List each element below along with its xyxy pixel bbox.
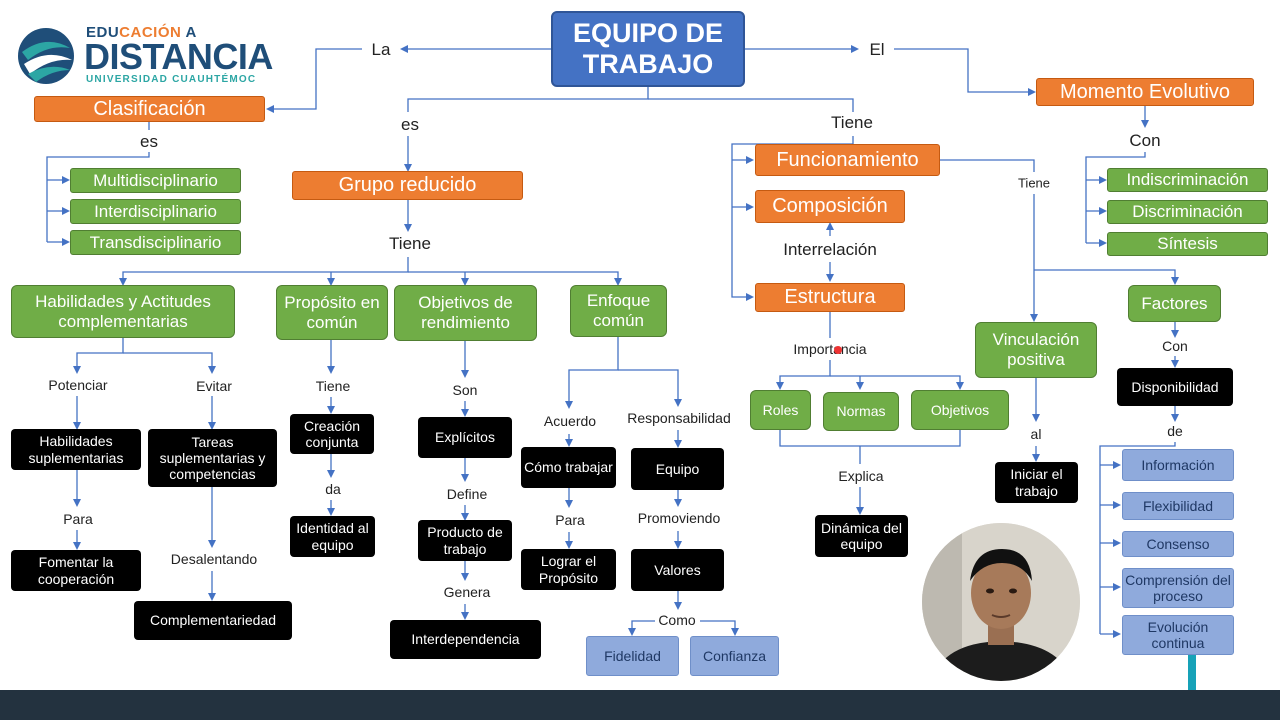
- label-define: Define: [444, 486, 490, 502]
- node-discriminacion: Discriminación: [1107, 200, 1268, 224]
- label-importancia: Importancia: [791, 341, 869, 357]
- pointer-dot: [834, 346, 842, 354]
- logo-swoosh-icon: [18, 28, 74, 84]
- node-vinculacion: Vinculación positiva: [975, 322, 1097, 378]
- node-iniciar: Iniciar el trabajo: [995, 462, 1078, 503]
- node-roles: Roles: [750, 390, 811, 430]
- label-de: de: [1165, 423, 1185, 439]
- label-interrelacion: Interrelación: [781, 240, 879, 260]
- label-potenciar: Potenciar: [46, 377, 110, 393]
- title-node: EQUIPO DE TRABAJO: [551, 11, 745, 87]
- node-composicion: Composición: [755, 190, 905, 223]
- node-como-trabajar: Cómo trabajar: [521, 447, 616, 488]
- node-multidisciplinario: Multidisciplinario: [70, 168, 241, 193]
- label-es-mid: es: [399, 115, 421, 135]
- node-tareas-suplementarias: Tareas suplementarias y competencias: [148, 429, 277, 487]
- node-explicitos: Explícitos: [418, 417, 512, 458]
- node-informacion: Información: [1122, 449, 1234, 481]
- node-proposito: Propósito en común: [276, 285, 388, 340]
- node-interdependencia: Interdependencia: [390, 620, 541, 659]
- label-para: Para: [61, 511, 95, 527]
- label-desalentando: Desalentando: [168, 551, 260, 567]
- node-hab-suplementarias: Habilidades suplementarias: [11, 429, 141, 470]
- node-lograr: Lograr el Propósito: [521, 549, 616, 590]
- node-comprension: Comprensión del proceso: [1122, 568, 1234, 608]
- node-momento-evolutivo: Momento Evolutivo: [1036, 78, 1254, 106]
- presenter-avatar-icon: [922, 523, 1080, 681]
- label-al: al: [1028, 426, 1044, 442]
- node-transdisciplinario: Transdisciplinario: [70, 230, 241, 255]
- label-genera: Genera: [441, 584, 493, 600]
- label-la: La: [369, 40, 393, 60]
- node-interdisciplinario: Interdisciplinario: [70, 199, 241, 224]
- label-promoviendo: Promoviendo: [635, 510, 723, 526]
- node-objetivos-rendimiento: Objetivos de rendimiento: [394, 285, 537, 341]
- node-enfoque: Enfoque común: [570, 285, 667, 337]
- label-como: Como: [656, 612, 698, 628]
- label-el: El: [867, 40, 887, 60]
- label-da: da: [323, 481, 343, 497]
- logo-line1: EDUCACIÓN A: [86, 24, 197, 41]
- node-confianza: Confianza: [690, 636, 779, 676]
- label-es-left: es: [138, 132, 160, 152]
- node-flexibilidad: Flexibilidad: [1122, 492, 1234, 520]
- logo-line3: UNIVERSIDAD CUAUHTÉMOC: [86, 74, 257, 85]
- node-habilidades: Habilidades y Actitudes complementarias: [11, 285, 235, 338]
- teal-bar: [1188, 655, 1196, 695]
- node-valores: Valores: [631, 549, 724, 591]
- node-indiscriminacion: Indiscriminación: [1107, 168, 1268, 192]
- node-dinamica: Dinámica del equipo: [815, 515, 908, 557]
- label-acuerdo: Acuerdo: [541, 413, 599, 429]
- node-fomentar: Fomentar la cooperación: [11, 550, 141, 591]
- label-tiene-proposito: Tiene: [313, 378, 353, 394]
- node-disponibilidad: Disponibilidad: [1117, 368, 1233, 406]
- node-complementariedad: Complementariedad: [134, 601, 292, 640]
- node-funcionamiento: Funcionamiento: [755, 144, 940, 176]
- label-evitar: Evitar: [194, 378, 234, 394]
- node-objetivos: Objetivos: [911, 390, 1009, 430]
- node-normas: Normas: [823, 392, 899, 431]
- node-equipo: Equipo: [631, 448, 724, 490]
- node-producto: Producto de trabajo: [418, 520, 512, 561]
- label-son: Son: [450, 382, 480, 398]
- label-explica: Explica: [836, 468, 886, 484]
- logo-line2: DISTANCIA: [84, 36, 273, 77]
- node-estructura: Estructura: [755, 283, 905, 312]
- node-sintesis: Síntesis: [1107, 232, 1268, 256]
- label-para-2: Para: [553, 512, 587, 528]
- node-factores: Factores: [1128, 285, 1221, 322]
- webcam-presenter: [922, 523, 1080, 681]
- label-tiene-right: Tiene: [829, 113, 875, 133]
- node-fidelidad: Fidelidad: [586, 636, 679, 676]
- label-con-right: Con: [1127, 131, 1163, 151]
- logo: EDUCACIÓN A DISTANCIA UNIVERSIDAD CUAUHT…: [14, 22, 284, 92]
- node-grupo-reducido: Grupo reducido: [292, 171, 523, 200]
- label-tiene-mid: Tiene: [387, 234, 433, 254]
- node-creacion: Creación conjunta: [290, 414, 374, 454]
- node-identidad: Identidad al equipo: [290, 516, 375, 557]
- label-con-factores: Con: [1160, 338, 1190, 354]
- bottom-bar: [0, 690, 1280, 720]
- label-responsabilidad: Responsabilidad: [625, 410, 733, 426]
- node-clasificacion: Clasificación: [34, 96, 265, 122]
- node-consenso: Consenso: [1122, 531, 1234, 557]
- node-evolucion: Evolución continua: [1122, 615, 1234, 655]
- label-tiene-small: Tiene: [1015, 175, 1053, 191]
